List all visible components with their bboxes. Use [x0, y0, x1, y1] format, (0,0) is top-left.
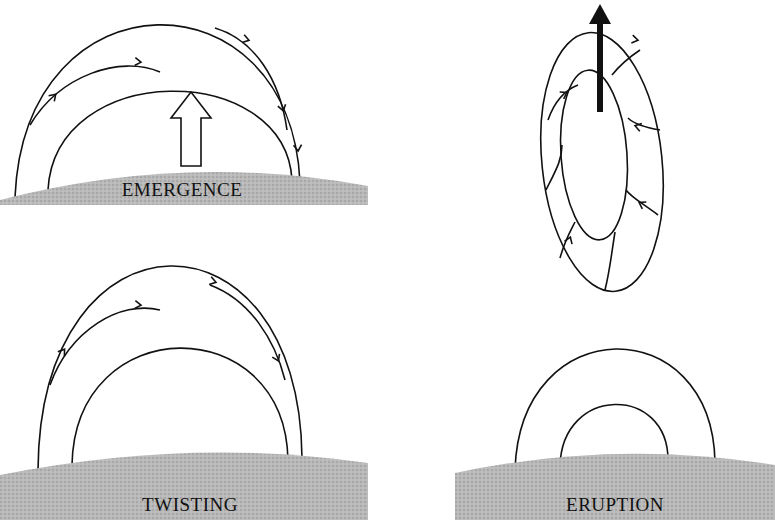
- rise-arrow: [171, 92, 211, 166]
- inner-ring: [555, 68, 633, 242]
- photosphere-band: TWISTING: [0, 445, 368, 520]
- eject-arrow-head: [589, 4, 611, 24]
- field-arrow: [49, 91, 59, 101]
- stage-label: EMERGENCE: [122, 180, 243, 199]
- twist-line: [210, 285, 285, 380]
- emergence-loops: [15, 25, 302, 197]
- twist-line: [30, 66, 160, 125]
- field-arrow: [560, 89, 569, 99]
- field-arrow: [272, 354, 282, 363]
- field-arrow: [242, 35, 250, 44]
- field-arrow: [294, 145, 302, 152]
- field-arrow: [278, 104, 287, 112]
- eject-arrow: [597, 22, 603, 112]
- band-fill: [0, 452, 368, 520]
- stage-label: TWISTING: [142, 495, 238, 514]
- field-arrow: [631, 35, 638, 44]
- helix-line: [548, 85, 578, 120]
- field-arrow: [634, 122, 642, 131]
- outer-loop: [515, 349, 715, 470]
- band-fill: [0, 172, 368, 205]
- stage-label: ERUPTION: [566, 495, 664, 514]
- helix-line: [560, 222, 575, 258]
- twisting-loops: [38, 266, 302, 470]
- field-arrow: [135, 301, 142, 309]
- field-arrow: [637, 199, 646, 209]
- helix-line: [605, 232, 615, 290]
- twist-line: [215, 28, 287, 130]
- outer-loop: [38, 266, 302, 470]
- field-arrow: [565, 236, 575, 244]
- helix-line: [626, 190, 658, 215]
- eruption-loops: [515, 349, 715, 470]
- twist-line: [50, 308, 160, 385]
- field-arrow: [58, 347, 68, 357]
- field-arrow: [135, 58, 142, 66]
- helix-line: [612, 50, 640, 75]
- photosphere-band: EMERGENCE: [0, 160, 368, 205]
- helix-line: [628, 118, 660, 130]
- outer-loop: [15, 25, 300, 197]
- helix-line: [546, 145, 562, 190]
- inner-loop: [72, 348, 288, 465]
- band-fill: [455, 454, 775, 520]
- field-arrow: [209, 277, 217, 286]
- photosphere-band: ERUPTION: [455, 445, 775, 520]
